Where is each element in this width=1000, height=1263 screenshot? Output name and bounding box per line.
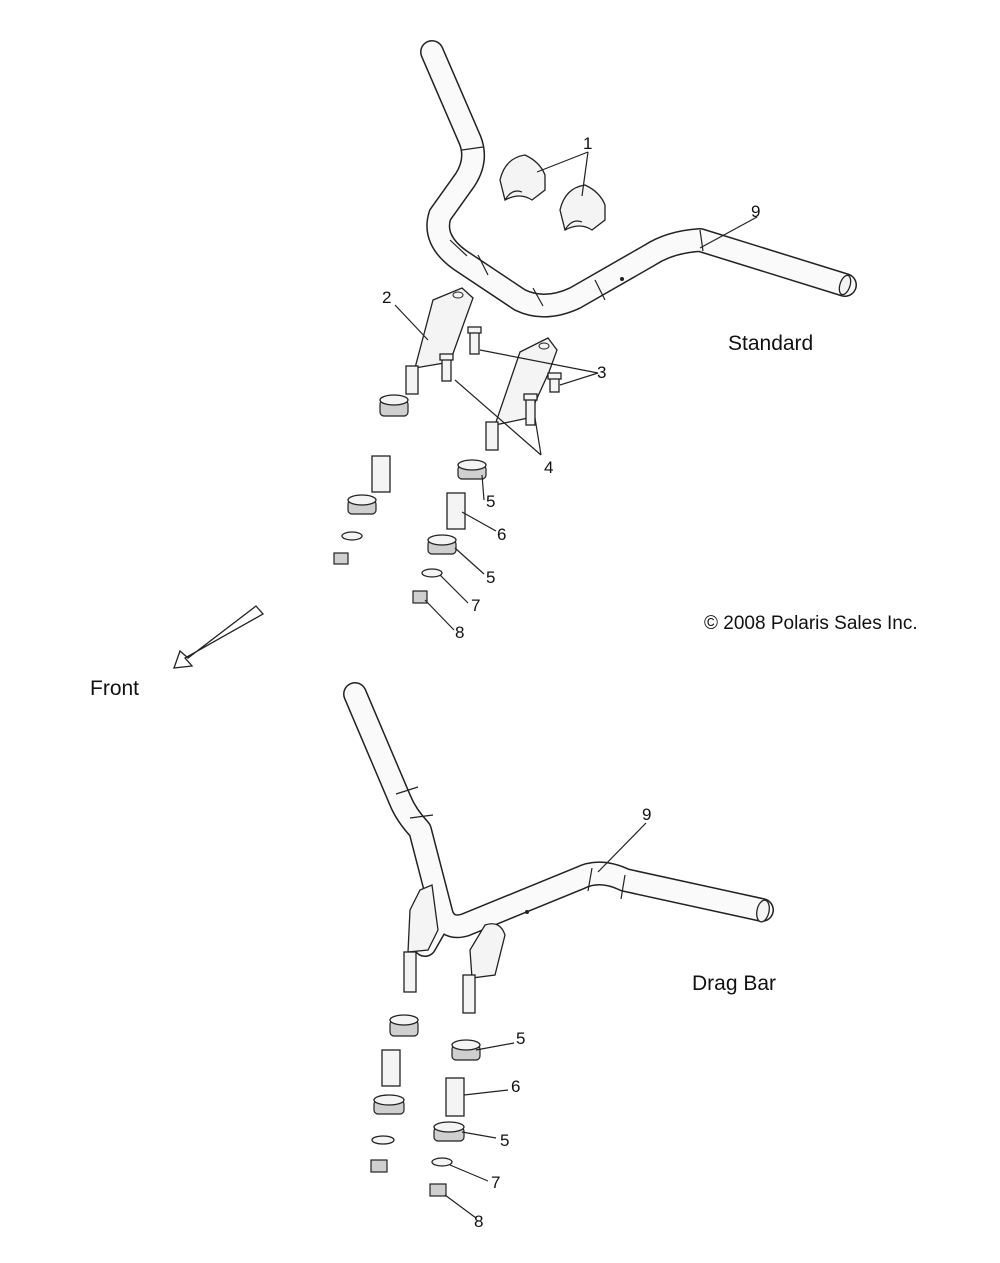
- bottom-right-stack: [429, 1039, 481, 1197]
- callout-5b: 5: [486, 568, 495, 587]
- callout-4: 4: [544, 458, 553, 477]
- top-leader-lines: [394, 151, 758, 631]
- callout-5a: 5: [486, 492, 495, 511]
- bottom-left-stack: [370, 1014, 419, 1173]
- callout-7-drag: 7: [491, 1173, 500, 1192]
- callout-8: 8: [455, 623, 464, 642]
- bolts: [439, 326, 562, 426]
- bottom-callout-labels: 9 5 6 5 7 8: [474, 805, 651, 1231]
- top-callout-labels: 1 9 2 3 4 5 6 5 7 8: [382, 134, 760, 642]
- callout-8-drag: 8: [474, 1212, 483, 1231]
- callout-3: 3: [597, 363, 606, 382]
- standard-handlebar: [420, 40, 857, 318]
- callout-6: 6: [497, 525, 506, 544]
- standard-label: Standard: [728, 332, 813, 355]
- bottom-leader-lines: [444, 822, 647, 1219]
- front-arrow: [173, 605, 265, 669]
- top-clamp-caps: [499, 154, 606, 231]
- top-right-stack: [412, 459, 487, 604]
- callout-2: 2: [382, 288, 391, 307]
- risers: [405, 287, 558, 451]
- top-left-stack: [333, 394, 409, 565]
- copyright-text: © 2008 Polaris Sales Inc.: [704, 613, 918, 634]
- callout-5b-drag: 5: [500, 1131, 509, 1150]
- drag-bar-handlebar: [343, 682, 774, 1014]
- callout-5a-drag: 5: [516, 1029, 525, 1048]
- front-label: Front: [90, 677, 139, 700]
- callout-7: 7: [471, 596, 480, 615]
- callout-9: 9: [751, 202, 760, 221]
- callout-6-drag: 6: [511, 1077, 520, 1096]
- callout-9-drag: 9: [642, 805, 651, 824]
- callout-1: 1: [583, 134, 592, 153]
- drag-bar-label: Drag Bar: [692, 972, 776, 995]
